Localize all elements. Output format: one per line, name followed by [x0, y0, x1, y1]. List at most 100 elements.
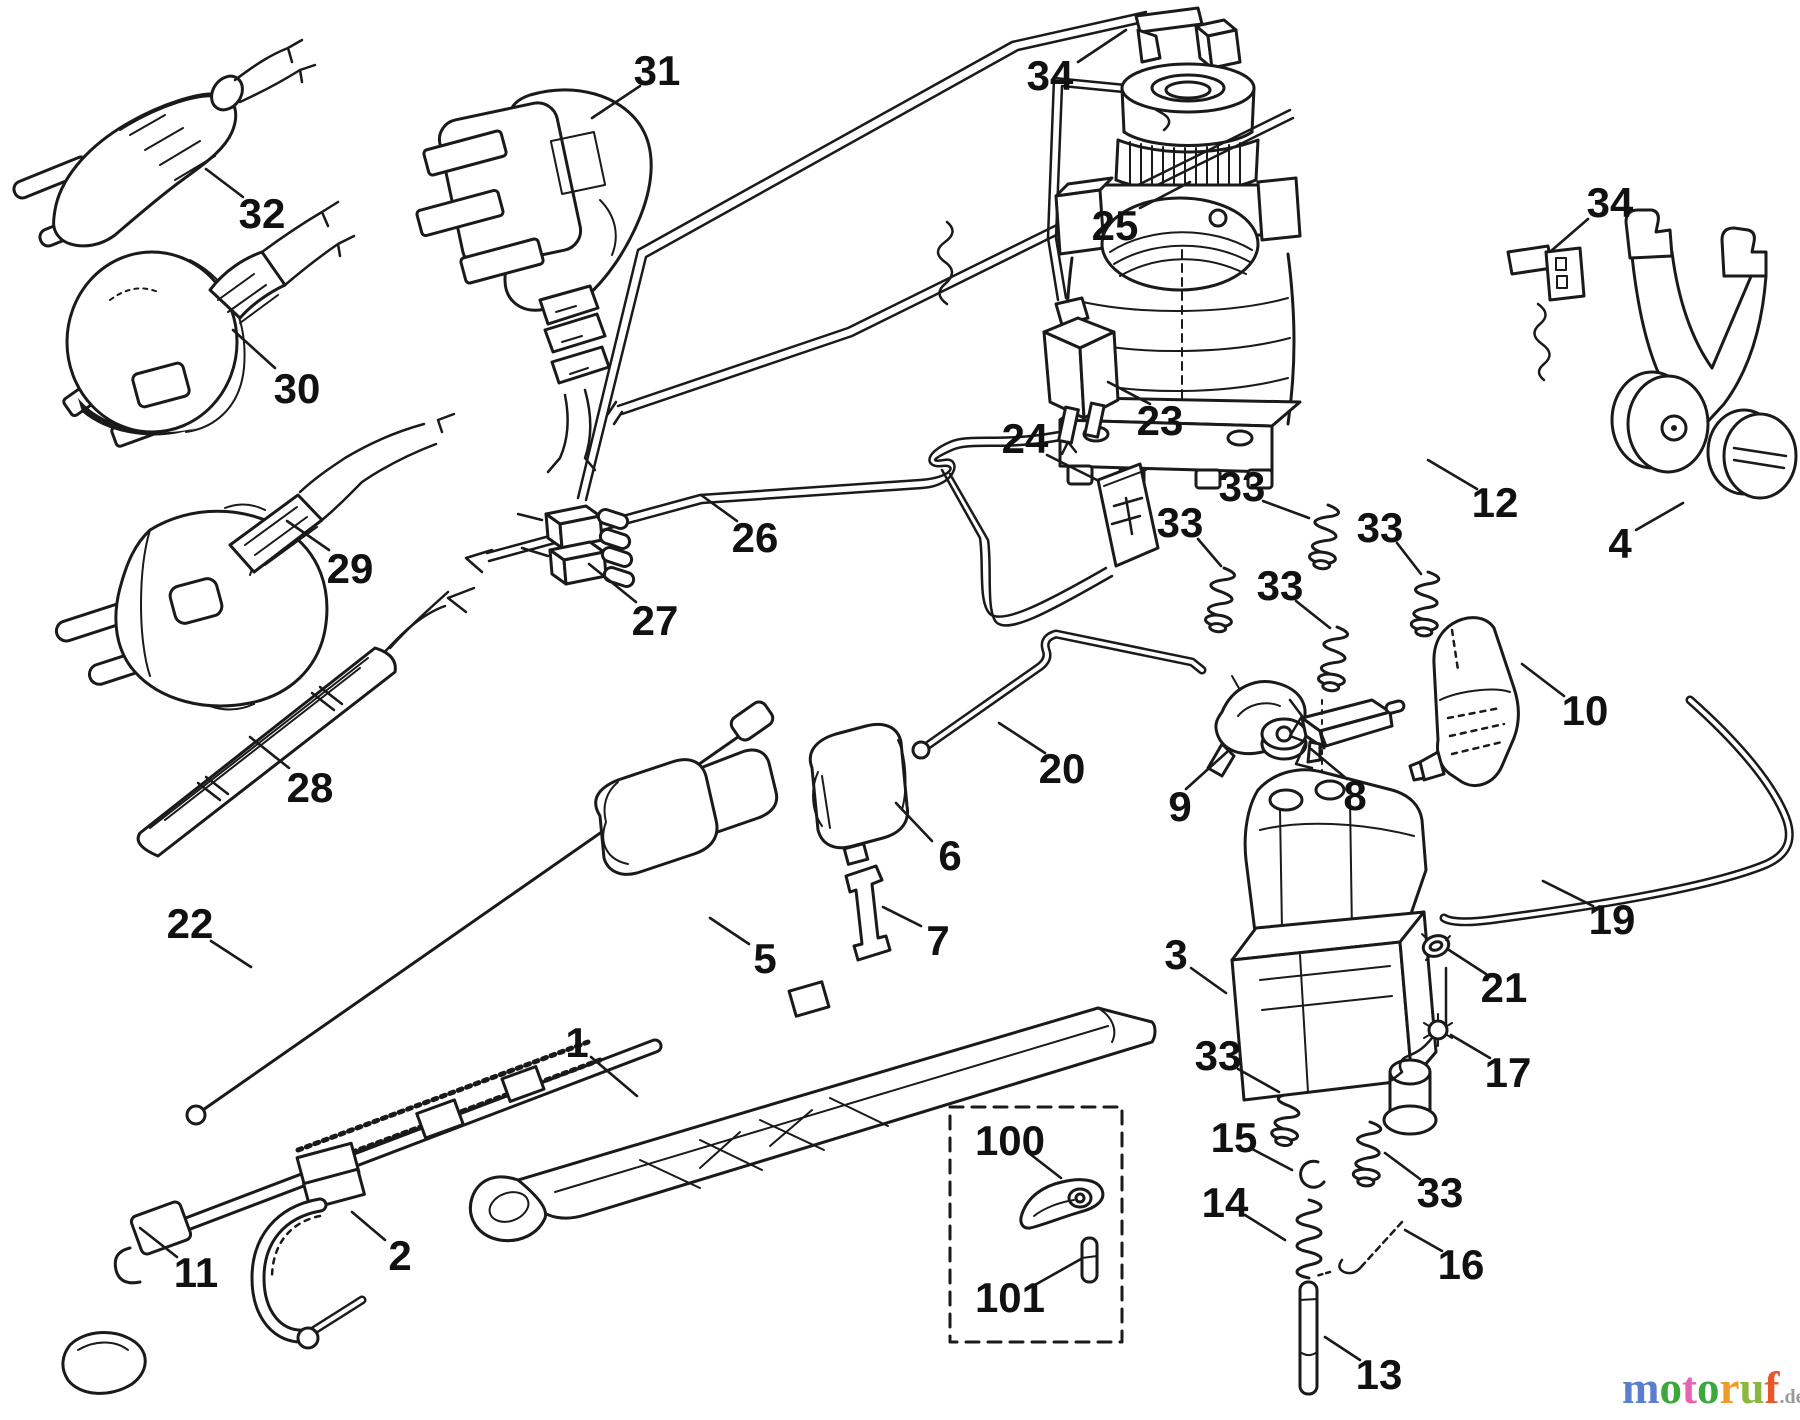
- part-label-32: 32: [239, 190, 286, 237]
- part-label-2: 2: [388, 1232, 411, 1279]
- leader-line-10: [1520, 662, 1566, 698]
- leader-line-6: [894, 801, 934, 843]
- watermark-letter: o: [1697, 1363, 1720, 1413]
- wire-16: [1314, 1220, 1404, 1278]
- leader-line-23: [1106, 380, 1152, 406]
- leader-line-4: [1634, 501, 1685, 532]
- leader-line-33: [1294, 599, 1332, 630]
- part-label-7: 7: [926, 917, 949, 964]
- roller-arm-4: [1610, 208, 1798, 500]
- watermark-letter: t: [1682, 1363, 1697, 1413]
- watermark-logo: motoruf.de: [1622, 1362, 1800, 1418]
- leader-line-3: [1189, 966, 1228, 995]
- leader-line-28: [248, 735, 291, 770]
- part-label-5: 5: [753, 935, 776, 982]
- service-kit-box: [948, 1105, 1124, 1344]
- leader-line-21: [1447, 948, 1488, 976]
- part-label-25: 25: [1092, 202, 1139, 249]
- part-label-11: 11: [174, 1249, 218, 1296]
- fork-2: [250, 1141, 367, 1350]
- leader-line-33: [1395, 541, 1423, 576]
- schuko-plug-29: [54, 412, 456, 711]
- leader-line-19: [1541, 879, 1595, 908]
- part-label-33: 33: [1195, 1032, 1242, 1079]
- part-label-20: 20: [1039, 745, 1086, 792]
- pin-101: [1080, 1236, 1099, 1284]
- rail-11: [61, 1038, 663, 1395]
- spring-14: [1295, 1198, 1323, 1280]
- leader-line-8: [1309, 747, 1349, 781]
- part-label-15: 15: [1211, 1114, 1258, 1161]
- part-label-10: 10: [1562, 687, 1609, 734]
- leader-line-30: [231, 328, 277, 370]
- part-label-12: 12: [1472, 479, 1519, 526]
- leader-line-33: [1261, 499, 1311, 520]
- brush-holder-34-top: [1134, 6, 1242, 70]
- part-label-100: 100: [975, 1117, 1045, 1164]
- leader-line-14: [1243, 1213, 1287, 1242]
- e-clip-15: [1299, 1159, 1326, 1189]
- leader-line-15: [1252, 1148, 1294, 1172]
- part-label-19: 19: [1589, 896, 1636, 943]
- part-label-28: 28: [287, 764, 334, 811]
- leader-line-16: [1403, 1228, 1444, 1253]
- leader-line-9: [1184, 750, 1229, 791]
- watermark-letter: u: [1739, 1363, 1765, 1413]
- watermark-word: motoruf: [1622, 1363, 1780, 1413]
- part-label-34: 34: [1587, 179, 1634, 226]
- part-label-21: 21: [1481, 964, 1528, 1011]
- leader-line-33: [1236, 1067, 1281, 1094]
- lever-10: [1408, 616, 1520, 787]
- housing-3: [1230, 698, 1438, 1136]
- leader-lines: [138, 28, 1685, 1362]
- leader-line-24: [1045, 453, 1099, 482]
- part-label-4: 4: [1608, 520, 1632, 567]
- part-label-3: 3: [1164, 931, 1187, 978]
- leader-line-7: [881, 905, 923, 928]
- part-label-33: 33: [1157, 499, 1204, 546]
- leader-line-20: [997, 721, 1047, 755]
- pin-17: [1390, 966, 1453, 1082]
- part-label-9: 9: [1168, 783, 1191, 830]
- leader-line-11: [138, 1226, 179, 1259]
- uk-plug-31: [415, 88, 653, 474]
- rod-20: [911, 629, 1207, 760]
- part-label-33: 33: [1257, 562, 1304, 609]
- bushing-5: [594, 748, 779, 876]
- cam-100: [1019, 1178, 1105, 1230]
- leader-line-22: [209, 939, 253, 969]
- leader-line-29: [285, 519, 331, 552]
- part-label-34: 34: [1027, 52, 1074, 99]
- leader-line-1: [589, 1055, 639, 1098]
- leader-line-2: [350, 1210, 387, 1242]
- part-label-6: 6: [938, 832, 961, 879]
- leader-line-13: [1323, 1335, 1362, 1362]
- au-plug-30: [62, 200, 356, 448]
- latch-8: [1300, 698, 1406, 764]
- leader-line-5: [708, 916, 751, 946]
- part-label-26: 26: [732, 514, 779, 561]
- leader-line-32: [204, 167, 245, 199]
- watermark-letter: o: [1659, 1363, 1683, 1413]
- leader-line-27: [587, 562, 638, 604]
- bracket-7: [844, 864, 892, 962]
- leader-line-12: [1426, 458, 1479, 491]
- leader-line-33: [1196, 537, 1223, 568]
- part-label-33: 33: [1219, 463, 1266, 510]
- pin-13: [1298, 1280, 1319, 1396]
- sleeve-6: [808, 722, 910, 866]
- part-label-17: 17: [1485, 1049, 1532, 1096]
- part-label-33: 33: [1357, 504, 1404, 551]
- watermark-suffix: .de: [1779, 1386, 1800, 1408]
- cam-lever-9: [1206, 675, 1308, 778]
- motor-12: [1054, 62, 1302, 520]
- part-label-13: 13: [1356, 1351, 1403, 1398]
- part-label-29: 29: [327, 545, 374, 592]
- brush-holder-34-right: [1506, 244, 1586, 382]
- part-label-31: 31: [634, 47, 681, 94]
- part-label-22: 22: [167, 900, 214, 947]
- leader-line-17: [1449, 1033, 1492, 1060]
